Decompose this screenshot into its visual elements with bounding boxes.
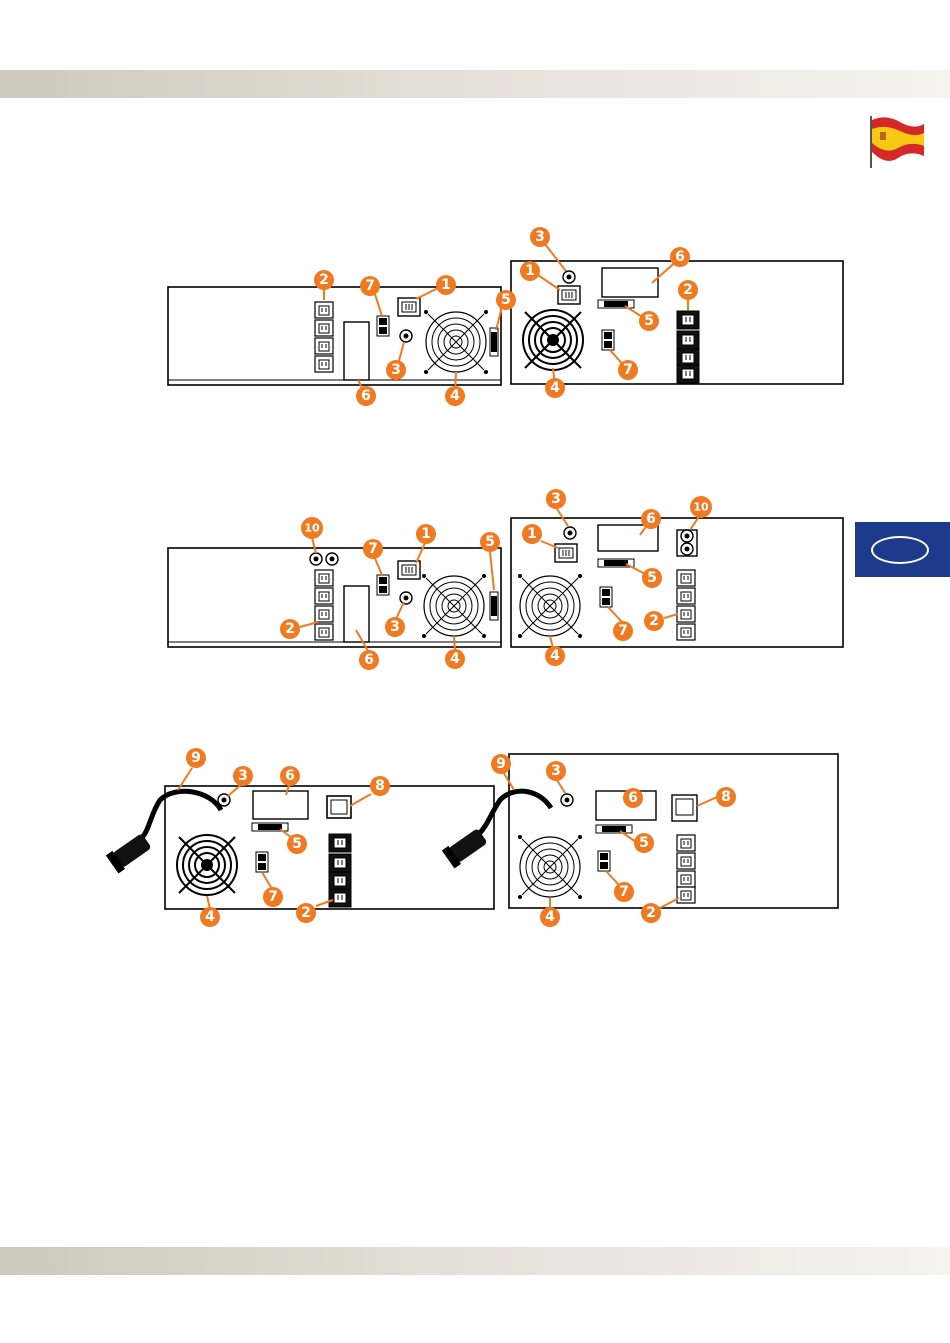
svg-text:5: 5 bbox=[292, 836, 302, 852]
svg-text:6: 6 bbox=[646, 511, 656, 527]
svg-text:3: 3 bbox=[391, 362, 401, 378]
callout-1: 1 bbox=[522, 524, 542, 544]
svg-text:1: 1 bbox=[441, 277, 451, 293]
callout-5: 5 bbox=[480, 532, 500, 552]
callout-4: 4 bbox=[200, 907, 220, 927]
svg-text:7: 7 bbox=[268, 889, 278, 905]
svg-text:4: 4 bbox=[450, 388, 460, 404]
svg-text:2: 2 bbox=[649, 613, 659, 629]
svg-text:4: 4 bbox=[205, 909, 215, 925]
callout-3: 3 bbox=[386, 360, 406, 380]
svg-text:9: 9 bbox=[496, 756, 506, 772]
callout-4: 4 bbox=[445, 386, 465, 406]
row1-tower-unit bbox=[511, 261, 843, 384]
callout-2: 2 bbox=[314, 270, 334, 290]
callout-5: 5 bbox=[634, 833, 654, 853]
svg-text:7: 7 bbox=[619, 884, 629, 900]
svg-text:5: 5 bbox=[644, 313, 654, 329]
callout-2: 2 bbox=[296, 903, 316, 923]
callout-3: 3 bbox=[233, 766, 253, 786]
callout-7: 7 bbox=[263, 887, 283, 907]
callout-1: 1 bbox=[436, 275, 456, 295]
callout-8: 8 bbox=[370, 776, 390, 796]
svg-text:3: 3 bbox=[535, 229, 545, 245]
svg-text:5: 5 bbox=[485, 534, 495, 550]
callout-7: 7 bbox=[363, 539, 383, 559]
svg-text:3: 3 bbox=[238, 768, 248, 784]
callout-3: 3 bbox=[385, 617, 405, 637]
callout-2: 2 bbox=[641, 903, 661, 923]
callout-6: 6 bbox=[356, 386, 376, 406]
callout-3: 3 bbox=[546, 761, 566, 781]
svg-text:10: 10 bbox=[693, 501, 709, 514]
callout-2: 2 bbox=[678, 280, 698, 300]
callout-4: 4 bbox=[445, 649, 465, 669]
svg-text:1: 1 bbox=[527, 526, 537, 542]
row2-tower-unit bbox=[511, 518, 843, 647]
svg-text:4: 4 bbox=[545, 909, 555, 925]
svg-text:2: 2 bbox=[301, 905, 311, 921]
svg-text:7: 7 bbox=[623, 362, 633, 378]
callout-6: 6 bbox=[280, 766, 300, 786]
svg-text:10: 10 bbox=[304, 522, 320, 535]
callout-7: 7 bbox=[614, 882, 634, 902]
callout-7: 7 bbox=[360, 276, 380, 296]
callout-3: 3 bbox=[546, 489, 566, 509]
svg-text:2: 2 bbox=[646, 905, 656, 921]
svg-text:4: 4 bbox=[550, 380, 560, 396]
svg-text:5: 5 bbox=[501, 292, 511, 308]
callout-4: 4 bbox=[540, 907, 560, 927]
callout-10: 10 bbox=[690, 496, 712, 518]
callout-8: 8 bbox=[716, 787, 736, 807]
svg-text:6: 6 bbox=[361, 388, 371, 404]
callout-9: 9 bbox=[491, 754, 511, 774]
svg-text:4: 4 bbox=[450, 651, 460, 667]
svg-text:1: 1 bbox=[421, 526, 431, 542]
svg-text:6: 6 bbox=[628, 790, 638, 806]
callout-6: 6 bbox=[623, 788, 643, 808]
callout-10: 10 bbox=[301, 517, 323, 539]
callout-1: 1 bbox=[520, 261, 540, 281]
svg-text:2: 2 bbox=[319, 272, 329, 288]
svg-text:1: 1 bbox=[525, 263, 535, 279]
svg-text:3: 3 bbox=[390, 619, 400, 635]
svg-text:8: 8 bbox=[375, 778, 385, 794]
callout-4: 4 bbox=[545, 646, 565, 666]
svg-text:6: 6 bbox=[285, 768, 295, 784]
callout-2: 2 bbox=[280, 619, 300, 639]
svg-text:7: 7 bbox=[365, 278, 375, 294]
callout-2: 2 bbox=[644, 611, 664, 631]
svg-text:9: 9 bbox=[191, 750, 201, 766]
callout-7: 7 bbox=[618, 360, 638, 380]
svg-text:6: 6 bbox=[675, 249, 685, 265]
callout-6: 6 bbox=[641, 509, 661, 529]
callout-4: 4 bbox=[545, 378, 565, 398]
svg-text:8: 8 bbox=[721, 789, 731, 805]
callout-5: 5 bbox=[496, 290, 516, 310]
callout-9: 9 bbox=[186, 748, 206, 768]
row1-rack-unit bbox=[168, 287, 501, 385]
svg-text:3: 3 bbox=[551, 491, 561, 507]
callout-5: 5 bbox=[639, 311, 659, 331]
callout-5: 5 bbox=[642, 568, 662, 588]
svg-text:5: 5 bbox=[639, 835, 649, 851]
svg-text:3: 3 bbox=[551, 763, 561, 779]
svg-text:2: 2 bbox=[683, 282, 693, 298]
row2-rack-unit bbox=[168, 548, 501, 647]
callout-7: 7 bbox=[613, 621, 633, 641]
svg-text:4: 4 bbox=[550, 648, 560, 664]
svg-text:5: 5 bbox=[647, 570, 657, 586]
svg-text:7: 7 bbox=[618, 623, 628, 639]
row3-tower-unit bbox=[442, 754, 838, 908]
callout-3: 3 bbox=[530, 227, 550, 247]
svg-text:6: 6 bbox=[364, 652, 374, 668]
callout-6: 6 bbox=[670, 247, 690, 267]
callout-1: 1 bbox=[416, 524, 436, 544]
callout-5: 5 bbox=[287, 834, 307, 854]
callout-6: 6 bbox=[359, 650, 379, 670]
svg-text:2: 2 bbox=[285, 621, 295, 637]
svg-text:7: 7 bbox=[368, 541, 378, 557]
